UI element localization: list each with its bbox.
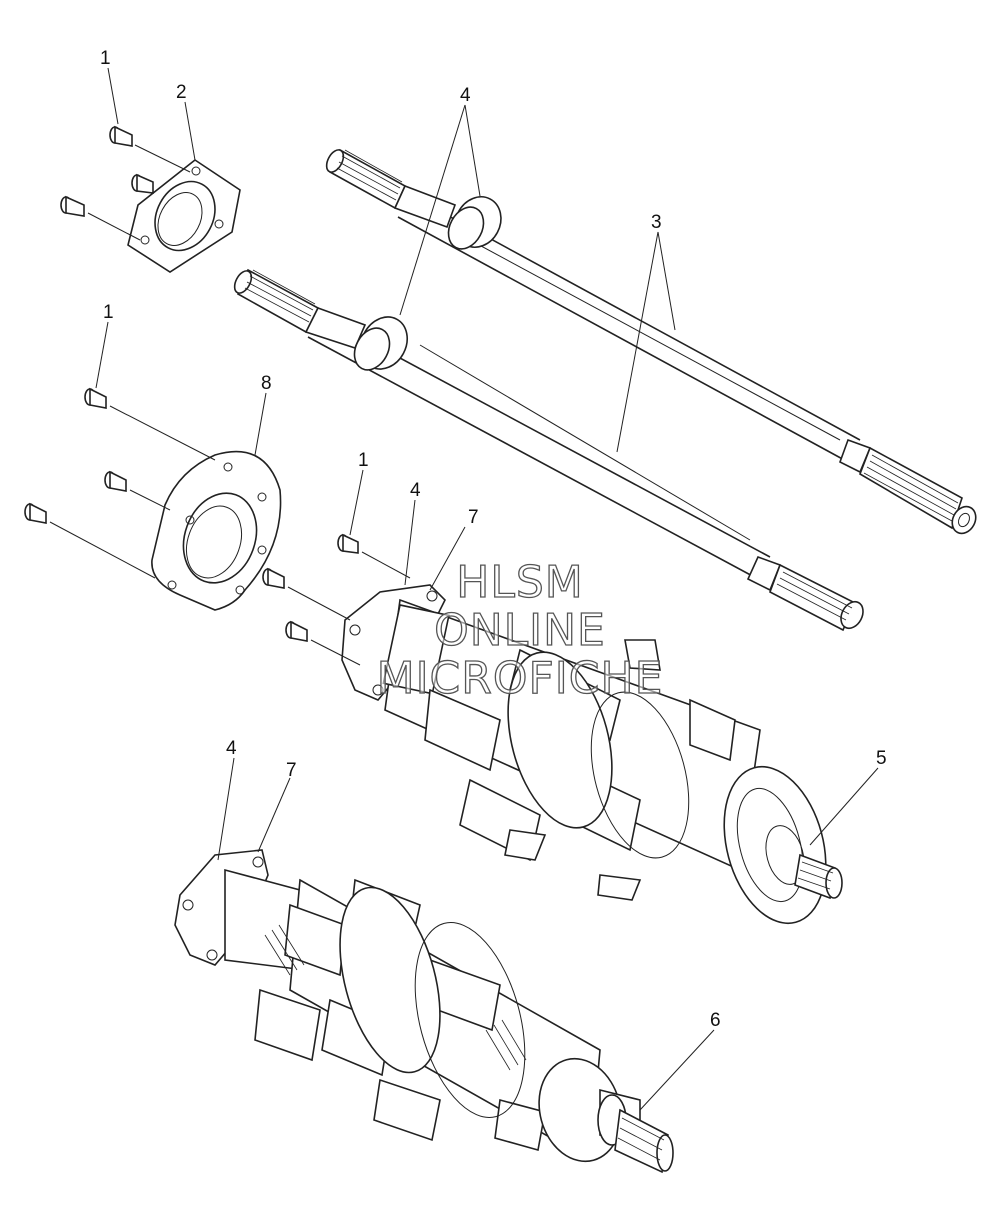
screw bbox=[109, 125, 191, 173]
callout-4: 4 bbox=[226, 738, 237, 759]
callout-4: 4 bbox=[410, 480, 421, 501]
callout-1: 1 bbox=[358, 450, 369, 471]
callout-7: 7 bbox=[286, 760, 297, 781]
leader-lines bbox=[95, 67, 879, 1111]
callout-1: 1 bbox=[100, 48, 111, 69]
screw bbox=[285, 620, 361, 666]
callout-6: 6 bbox=[710, 1010, 721, 1031]
callout-7: 7 bbox=[468, 507, 479, 528]
upper-axle-shaft bbox=[325, 148, 977, 535]
screw bbox=[262, 567, 351, 621]
screw bbox=[131, 173, 154, 194]
screw bbox=[84, 387, 216, 461]
bearing-flange-large bbox=[151, 450, 282, 611]
lower-axle-shaft bbox=[233, 268, 864, 632]
screw bbox=[24, 502, 156, 579]
callout-5: 5 bbox=[876, 748, 887, 769]
bearing-flange-small bbox=[127, 159, 241, 273]
callout-1: 1 bbox=[103, 302, 114, 323]
screw bbox=[337, 533, 411, 579]
differential-assembly-lower bbox=[174, 849, 674, 1174]
differential-assembly-upper bbox=[341, 584, 843, 925]
watermark-line-3: MICROFICHE bbox=[377, 653, 664, 704]
callout-2: 2 bbox=[176, 82, 187, 103]
callout-4: 4 bbox=[460, 85, 471, 106]
watermark-line-1: HLSM bbox=[456, 557, 584, 608]
watermark-line-2: ONLINE bbox=[434, 605, 606, 656]
watermark: HLSM ONLINE MICROFICHE bbox=[376, 556, 664, 704]
screw bbox=[104, 470, 171, 511]
screw bbox=[60, 195, 141, 241]
callout-8: 8 bbox=[261, 373, 272, 394]
callout-3: 3 bbox=[651, 212, 662, 233]
